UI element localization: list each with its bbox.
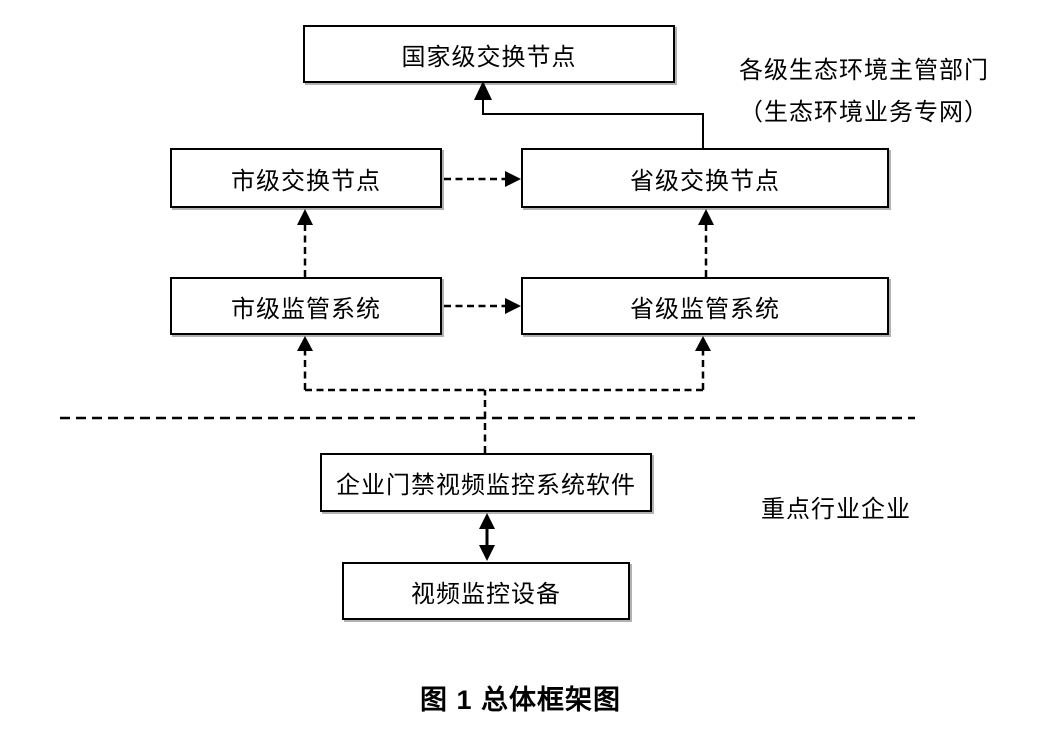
node-city-supervision-label: 市级监管系统 (231, 296, 381, 323)
node-city-exchange-label: 市级交换节点 (231, 168, 381, 195)
node-national-exchange-label: 国家级交换节点 (401, 44, 577, 71)
arrow-city-supervision-to-city-exchange (297, 209, 313, 277)
arrow-city-exchange-to-provincial-exchange (444, 171, 521, 187)
arrow-city-supervision-to-provincial-supervision (444, 298, 521, 314)
arrow-provincial-to-national (474, 81, 704, 148)
node-video-device-label: 视频监控设备 (411, 581, 561, 608)
node-provincial-exchange-label: 省级交换节点 (630, 168, 780, 195)
figure-caption: 图 1 总体框架图 (419, 685, 622, 715)
node-provincial-supervision: 省级监管系统 (521, 277, 889, 335)
node-provincial-supervision-label: 省级监管系统 (630, 296, 780, 323)
node-enterprise-software: 企业门禁视频监控系统软件 (320, 453, 652, 512)
node-enterprise-software-label: 企业门禁视频监控系统软件 (336, 473, 636, 499)
connector-enterprise-to-supervision-systems (297, 336, 711, 453)
label-gov-departments-line2: （生态环境业务专网） (739, 100, 989, 126)
node-video-device: 视频监控设备 (342, 562, 630, 620)
node-city-supervision: 市级监管系统 (170, 277, 442, 335)
arrow-software-device-bidirectional (479, 513, 495, 561)
node-provincial-exchange: 省级交换节点 (521, 148, 889, 208)
arrow-provincial-supervision-to-provincial-exchange (698, 209, 714, 277)
node-city-exchange: 市级交换节点 (170, 148, 442, 208)
label-key-industry-enterprise: 重点行业企业 (761, 497, 911, 523)
label-gov-departments: 各级生态环境主管部门 （生态环境业务专网） (728, 50, 1000, 134)
label-gov-departments-line1: 各级生态环境主管部门 (739, 58, 989, 84)
node-national-exchange: 国家级交换节点 (303, 25, 675, 83)
